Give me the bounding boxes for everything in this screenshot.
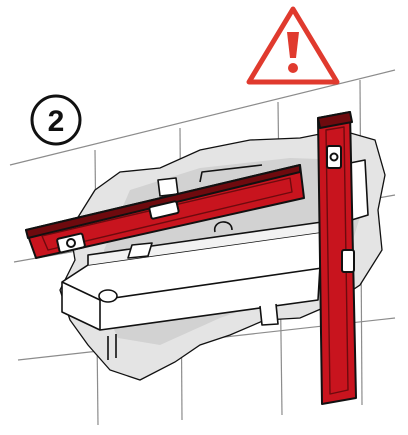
spirit-level-horizontal [25, 164, 305, 259]
concealed-body [61, 159, 369, 360]
step-number-badge: 2 [30, 94, 82, 146]
spirit-level-vertical [317, 111, 357, 405]
warning-triangle-icon [246, 6, 340, 85]
step-number: 2 [48, 105, 65, 138]
